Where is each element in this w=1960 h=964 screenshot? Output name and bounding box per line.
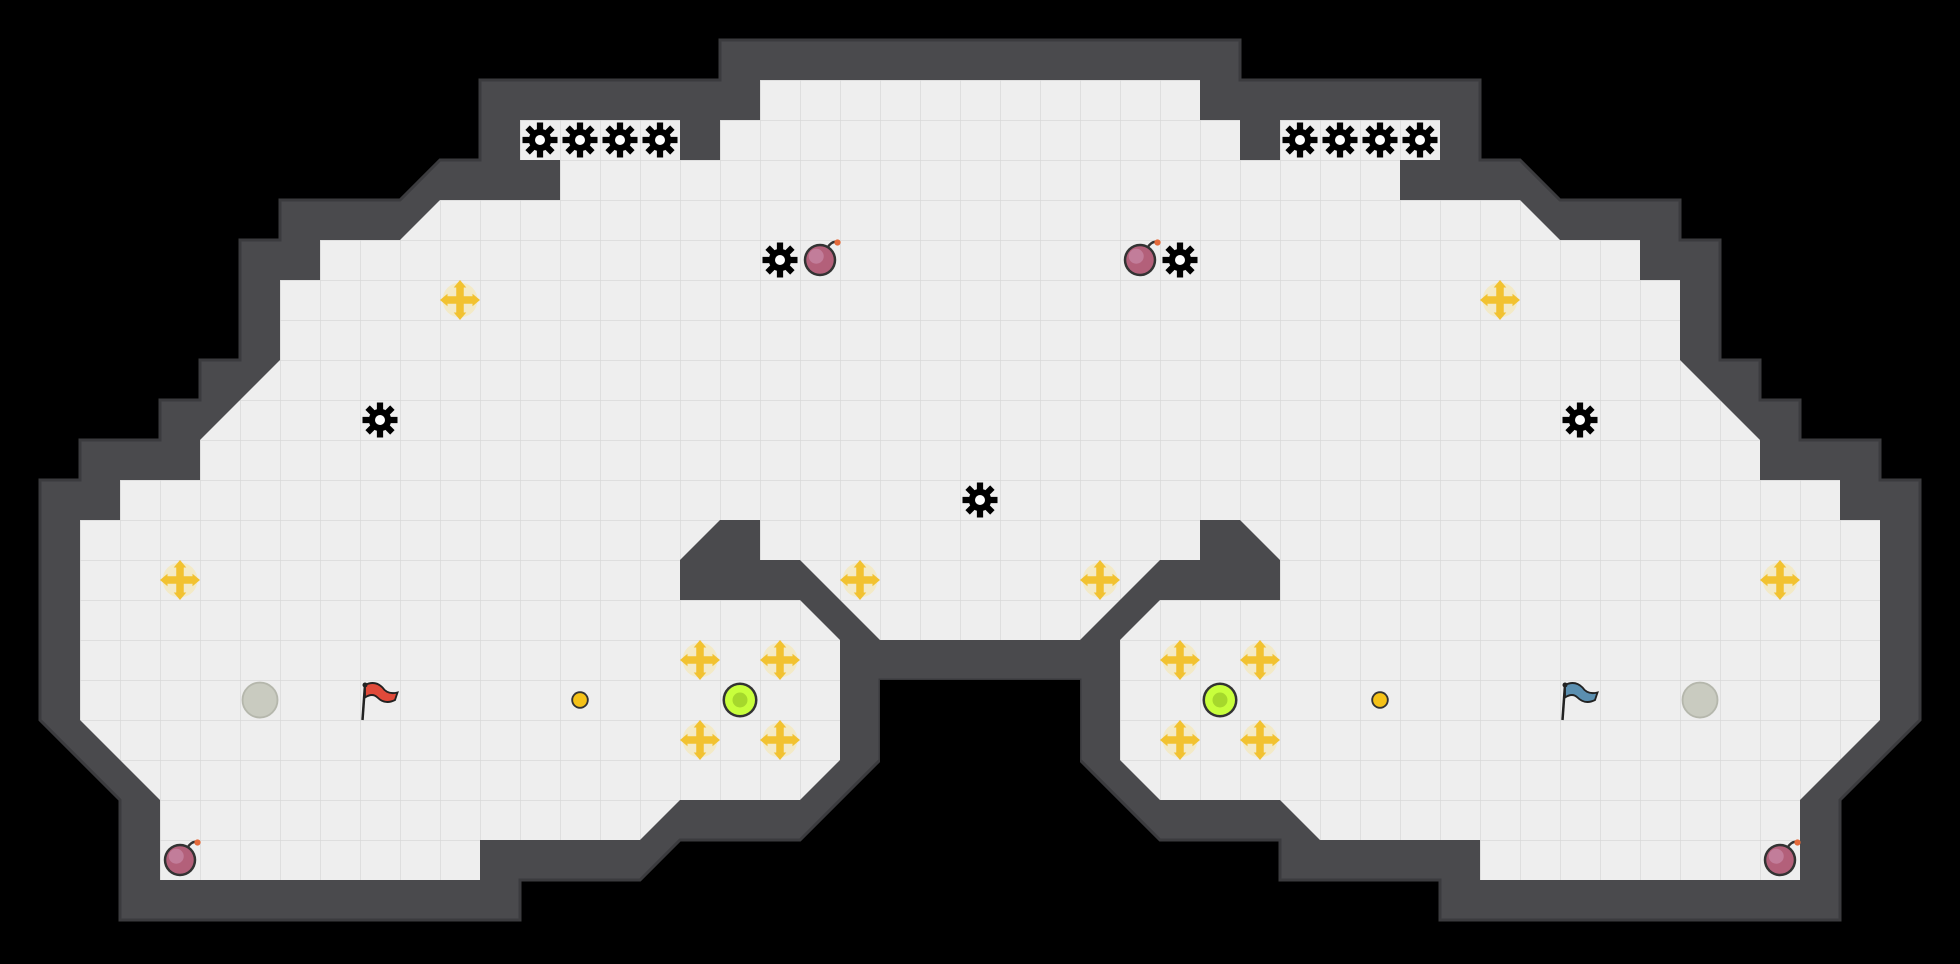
- spike-icon: [1322, 122, 1358, 158]
- spike-icon: [762, 242, 798, 278]
- spike-icon: [522, 122, 558, 158]
- spawn-icon: [1681, 681, 1719, 719]
- powerup-icon: [571, 691, 589, 709]
- spike-icon: [1362, 122, 1398, 158]
- spike-icon: [1402, 122, 1438, 158]
- blue-flag-icon: [1561, 682, 1599, 721]
- spike-icon: [1162, 242, 1198, 278]
- gate-icon: [722, 682, 758, 718]
- spike-icon: [362, 402, 398, 438]
- spike-icon: [1562, 402, 1598, 438]
- entity-layer: [160, 122, 1802, 878]
- spawn-icon: [241, 681, 279, 719]
- spike-icon: [642, 122, 678, 158]
- central-void: [880, 680, 1080, 960]
- gate-icon: [1202, 682, 1238, 718]
- floor: [80, 80, 1880, 880]
- red-flag-icon: [361, 682, 399, 721]
- spike-icon: [962, 482, 998, 518]
- spike-icon: [1282, 122, 1318, 158]
- spike-icon: [562, 122, 598, 158]
- spike-icon: [602, 122, 638, 158]
- powerup-icon: [1371, 691, 1389, 709]
